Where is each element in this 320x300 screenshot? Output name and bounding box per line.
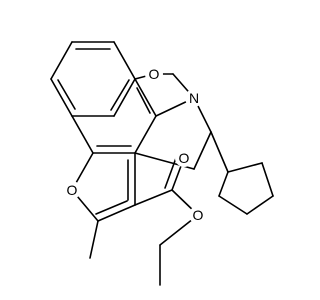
ring-oxygen-label: O: [149, 66, 160, 82]
oxazine-ring: [134, 73, 212, 170]
carbonyl-oxygen-mask: [175, 149, 193, 167]
carbonyl-oxygen-label: O: [179, 150, 190, 166]
atom-labels: O N O O O: [63, 65, 207, 224]
cyclopentyl-group: [210, 131, 274, 215]
chemical-structure-diagram: O N O O O: [50, 41, 274, 286]
furan-oxygen-mask: [63, 181, 81, 199]
furan-ring: [71, 152, 136, 222]
ester-oxygen-label: O: [193, 207, 204, 223]
ester-group: [134, 157, 199, 286]
furan-oxygen-label: O: [67, 182, 78, 198]
benzo-ring: [50, 41, 136, 117]
ring-oxygen-mask: [145, 65, 163, 83]
ester-oxygen-mask: [189, 206, 207, 224]
methyl-group: [89, 220, 99, 259]
ring-nitrogen-label: N: [189, 90, 199, 106]
naphthalene-ring: [71, 78, 157, 154]
ring-nitrogen-mask: [185, 89, 203, 107]
